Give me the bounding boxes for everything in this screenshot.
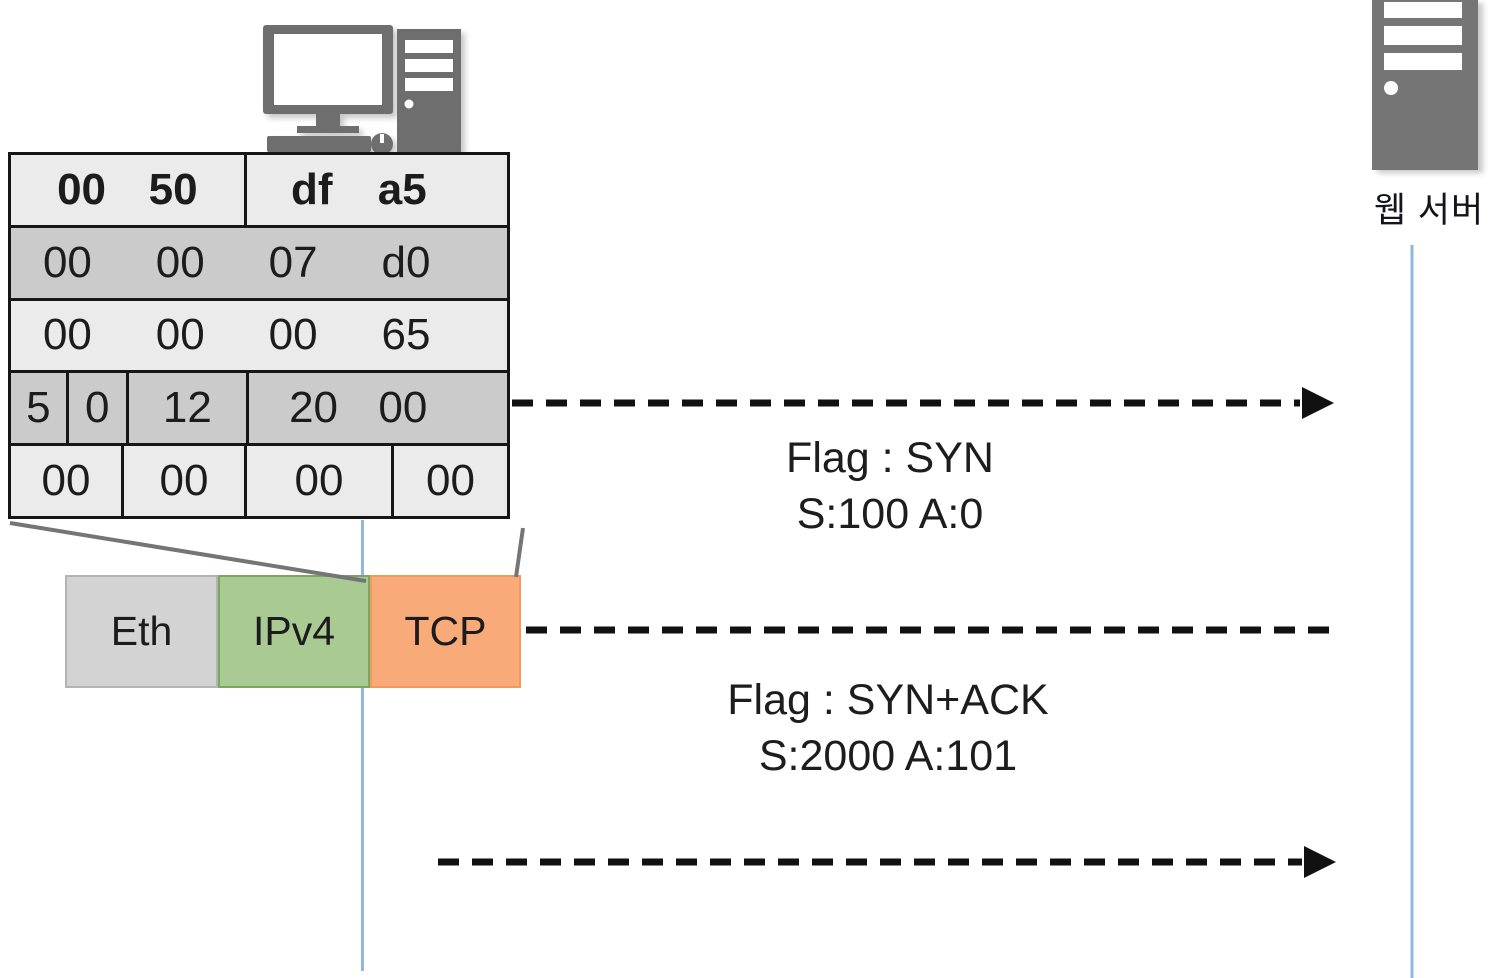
hex-row: 00 00 00 00 (11, 446, 508, 516)
hex-row: 00 00 07 d0 (11, 227, 507, 298)
seq-line: S:2000 A:101 (758, 732, 1018, 780)
server-label: 웹 서버 (1373, 191, 1485, 230)
layer-eth: Eth (65, 575, 218, 688)
flag-line: Flag : SYN+ACK (727, 676, 1049, 724)
hex-cell: 00 00 00 65 (11, 300, 507, 371)
hex-cell: 00 50 (11, 155, 244, 225)
hex-cell: 12 (128, 373, 247, 444)
monitor-neck (316, 114, 340, 128)
tower-power-led (404, 99, 414, 109)
mouse (371, 133, 393, 155)
hex-cell: 00 00 07 d0 (11, 227, 507, 298)
tower-slot (405, 40, 453, 53)
client-computer-icon (263, 25, 461, 155)
flag-line: Flag : SYN (786, 434, 994, 482)
hex-cell: 00 (246, 446, 392, 516)
hex-row: 00 00 00 65 (11, 300, 507, 371)
tcp-header-hex-table: 00 50 df a5 00 00 07 d0 00 00 00 65 (8, 152, 510, 519)
hex-row: 00 50 df a5 (11, 155, 507, 225)
seq-line: S:100 A:0 (796, 490, 984, 538)
message-syn-label: Flag : SYN S:100 A:0 (610, 430, 1170, 542)
keyboard (267, 136, 371, 152)
monitor-base (297, 126, 359, 133)
hex-cell: 00 (11, 446, 122, 516)
hex-cell: 00 (394, 446, 508, 516)
server-tower-icon (1372, 0, 1478, 170)
hex-cell: 20 00 (249, 373, 507, 444)
server-slot (1384, 53, 1462, 70)
protocol-stack: Eth IPv4 TCP (65, 575, 521, 688)
hex-row: 5 0 12 20 00 (11, 373, 507, 444)
tower-slot (405, 59, 453, 72)
layer-tcp: TCP (370, 575, 521, 688)
hex-cell: 00 (124, 446, 244, 516)
server-slot (1384, 26, 1462, 45)
hex-cell: 0 (68, 373, 126, 444)
layer-ipv4: IPv4 (218, 575, 370, 688)
mouse-slit (380, 134, 384, 143)
monitor-screen (274, 34, 382, 105)
server-power-led (1384, 81, 1398, 95)
tower-slot (405, 78, 453, 91)
message-synack-label: Flag : SYN+ACK S:2000 A:101 (608, 672, 1168, 784)
hex-cell: df a5 (246, 155, 507, 225)
server-slot (1384, 2, 1462, 18)
hex-cell: 5 (11, 373, 66, 444)
